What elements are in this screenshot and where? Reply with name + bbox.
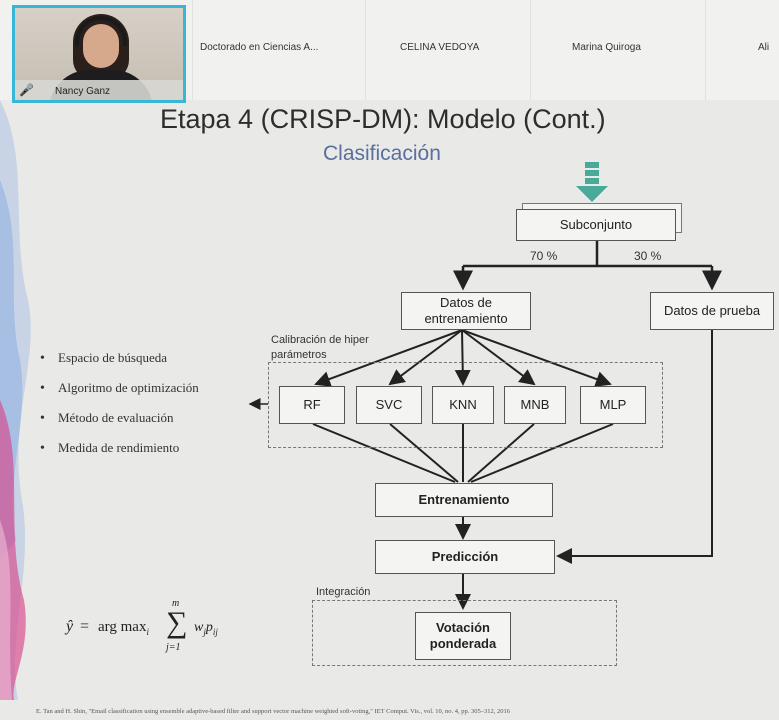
bullet-item: Espacio de búsqueda xyxy=(40,350,199,380)
decorative-ribbon xyxy=(0,100,31,700)
arrow-to-svc xyxy=(388,329,463,386)
participant-strip: 🎤 Nancy Ganz Doctorado en Ciencias A... … xyxy=(0,0,779,103)
line-rf-train xyxy=(312,423,456,483)
calibration-region xyxy=(268,362,663,448)
slide-subtitle: Clasificación xyxy=(323,142,441,165)
bullet-item: Algoritmo de optimización xyxy=(40,380,199,410)
formula-p: p xyxy=(205,620,213,635)
split-left-label: 70 % xyxy=(530,249,558,263)
formula-lhs: ŷ xyxy=(66,618,74,635)
headphone-icon xyxy=(75,16,127,46)
reference-citation: E. Tan and H. Shin, "Email classificatio… xyxy=(36,708,511,715)
calibration-label: Calibración de hiper parámetros xyxy=(271,334,369,361)
participant-name-self: Nancy Ganz xyxy=(55,86,111,97)
formula-w-sub: j xyxy=(203,626,206,637)
participant-tile-2[interactable]: CELINA VEDOYA xyxy=(400,42,480,53)
microphone-icon[interactable]: 🎤 xyxy=(19,83,34,97)
model-box-knn: KNN xyxy=(432,386,494,424)
formula-sum-lower: j=1 xyxy=(166,642,181,653)
test-data-box: Datos de prueba xyxy=(650,292,774,330)
formula-w: w xyxy=(194,620,204,635)
voting-box: Votación ponderada xyxy=(415,612,511,660)
down-arrow-icon xyxy=(576,162,608,202)
tile-divider xyxy=(365,0,366,100)
participant-tile-1[interactable]: Doctorado en Ciencias A... xyxy=(200,42,319,53)
arrow-test-to-prediction xyxy=(556,330,713,564)
tile-divider xyxy=(530,0,531,100)
self-video-tile[interactable]: 🎤 Nancy Ganz xyxy=(12,5,186,103)
arrow-to-rf xyxy=(314,329,463,387)
arrow-to-mnb xyxy=(461,329,536,386)
formula-sum-upper: m xyxy=(172,598,180,609)
integration-label: Integración xyxy=(316,586,371,598)
arrow-to-knn xyxy=(454,329,471,386)
integration-region xyxy=(312,600,617,666)
model-box-mlp: MLP xyxy=(580,386,646,424)
line-mlp-train xyxy=(470,423,614,483)
bullet-item: Método de evaluación xyxy=(40,410,199,440)
bullet-item: Medida de rendimiento xyxy=(40,440,199,470)
formula-argmax: arg maxi xyxy=(98,619,149,637)
voting-formula: ŷ = arg maxi m ∑ j=1 wjpij xyxy=(66,598,266,658)
video-name-bar xyxy=(15,80,183,100)
participant-tile-4[interactable]: Ali xyxy=(758,42,770,53)
line-mnb-train xyxy=(467,423,535,483)
line-svc-train xyxy=(389,423,459,483)
calibration-bullet-list: Espacio de búsqueda Algoritmo de optimiz… xyxy=(40,350,199,470)
arrow-to-mlp xyxy=(461,329,612,387)
formula-term: wjpij xyxy=(194,620,218,637)
model-box-rf: RF xyxy=(279,386,345,424)
formula-p-sub: ij xyxy=(212,626,218,637)
subset-box: Subconjunto xyxy=(516,209,676,241)
participant-tile-3[interactable]: Marina Quiroga xyxy=(572,42,641,53)
slide-title: Etapa 4 (CRISP-DM): Modelo (Cont.) xyxy=(160,104,606,134)
prediction-box: Predicción xyxy=(375,540,555,574)
formula-equals: = xyxy=(80,618,90,635)
formula-argmax-sub: i xyxy=(146,627,149,637)
training-box: Entrenamiento xyxy=(375,483,553,517)
model-box-mnb: MNB xyxy=(504,386,566,424)
sigma-icon: ∑ xyxy=(166,606,188,639)
tile-divider xyxy=(705,0,706,100)
tile-divider xyxy=(192,0,193,100)
model-box-svc: SVC xyxy=(356,386,422,424)
train-data-box: Datos de entrenamiento xyxy=(401,292,531,330)
split-right-label: 30 % xyxy=(634,249,662,263)
formula-argmax-text: arg max xyxy=(98,619,147,635)
